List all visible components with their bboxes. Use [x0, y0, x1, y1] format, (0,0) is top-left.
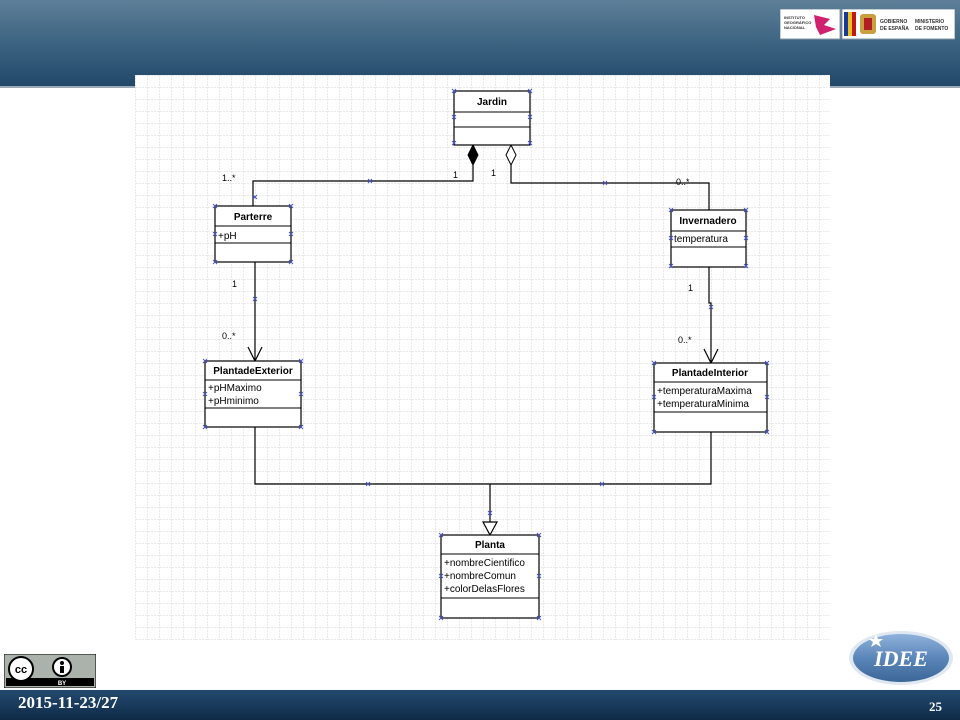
institutional-logos: INSTITUTO GEOGRÁFICO NACIONAL GOBIERNO D… [779, 8, 956, 41]
class-planta-attr-1: +nombreComun [444, 571, 516, 582]
svg-text:INSTITUTO: INSTITUTO [784, 15, 805, 20]
mult-invernadero-interior-interior-end: 0..* [678, 335, 692, 345]
mult-jardin-composition-end: 1 [453, 170, 458, 180]
idee-logo-text: IDEE [873, 646, 928, 671]
slide-footer [0, 690, 960, 720]
class-plantade-exterior: PlantadeExterior +pHMaximo +pHminimo [204, 360, 302, 428]
class-plantade-interior-attr-0: +temperaturaMaxima [657, 386, 752, 397]
svg-text:NACIONAL: NACIONAL [784, 25, 806, 30]
class-parterre: Parterre +pH [214, 205, 292, 263]
composition-diamond [467, 143, 479, 167]
jardin-parterre-composition [252, 165, 474, 206]
class-plantade-exterior-attr-1: +pHminimo [208, 396, 259, 407]
class-parterre-attr-0: +pH [218, 231, 237, 242]
class-plantade-exterior-name: PlantadeExterior [213, 366, 293, 377]
mult-parterre-exterior-exterior-end: 0..* [222, 331, 236, 341]
mult-parterre-end: 1..* [222, 173, 236, 183]
generalization-lines [254, 427, 712, 522]
footer-date: 2015-11-23/27 [18, 693, 119, 712]
jardin-invernadero-aggregation [510, 165, 710, 210]
selection-handles [202, 88, 770, 621]
class-plantade-interior: PlantadeInterior +temperaturaMaxima +tem… [653, 362, 768, 433]
class-invernadero: Invernadero temperatura [670, 209, 747, 268]
svg-text:GEOGRÁFICO: GEOGRÁFICO [784, 20, 811, 25]
class-parterre-name: Parterre [234, 212, 273, 223]
cc-icon [8, 656, 34, 682]
idee-logo: IDEE [846, 628, 956, 688]
class-jardin: Jardin [453, 90, 531, 146]
svg-text:DE ESPAÑA: DE ESPAÑA [880, 25, 909, 32]
generalization-triangle [481, 521, 499, 537]
class-jardin-name: Jardin [477, 97, 507, 108]
mult-jardin-aggregation-end: 1 [491, 168, 496, 178]
class-plantade-interior-attr-1: +temperaturaMinima [657, 399, 749, 410]
svg-text:cc: cc [15, 664, 27, 676]
svg-text:DE FOMENTO: DE FOMENTO [915, 26, 948, 32]
uml-diagram-canvas: Jardin Parterre +pH Invernadero temperat… [135, 75, 830, 640]
svg-text:MINISTERIO: MINISTERIO [915, 19, 944, 25]
aggregation-diamond [505, 143, 517, 167]
page-number: 25 [929, 699, 942, 714]
class-invernadero-attr-0: temperatura [674, 234, 728, 245]
class-planta-attr-0: +nombreCientifico [444, 558, 525, 569]
svg-text:GOBIERNO: GOBIERNO [880, 19, 907, 25]
class-invernadero-name: Invernadero [679, 216, 736, 227]
class-plantade-interior-name: PlantadeInterior [672, 368, 748, 379]
mult-parterre-exterior-parterre-end: 1 [232, 279, 237, 289]
mult-invernadero-end: 0..* [676, 177, 690, 187]
license-label: BY [58, 681, 66, 687]
mult-invernadero-interior-invernadero-end: 1 [688, 283, 693, 293]
class-plantade-exterior-attr-0: +pHMaximo [208, 383, 262, 394]
star-icon [869, 634, 883, 647]
class-planta-name: Planta [475, 540, 505, 551]
class-planta: Planta +nombreCientifico +nombreComun +c… [440, 534, 540, 619]
cc-by-license-badge: cc BY [3, 653, 97, 689]
class-planta-attr-2: +colorDelasFlores [444, 584, 525, 595]
